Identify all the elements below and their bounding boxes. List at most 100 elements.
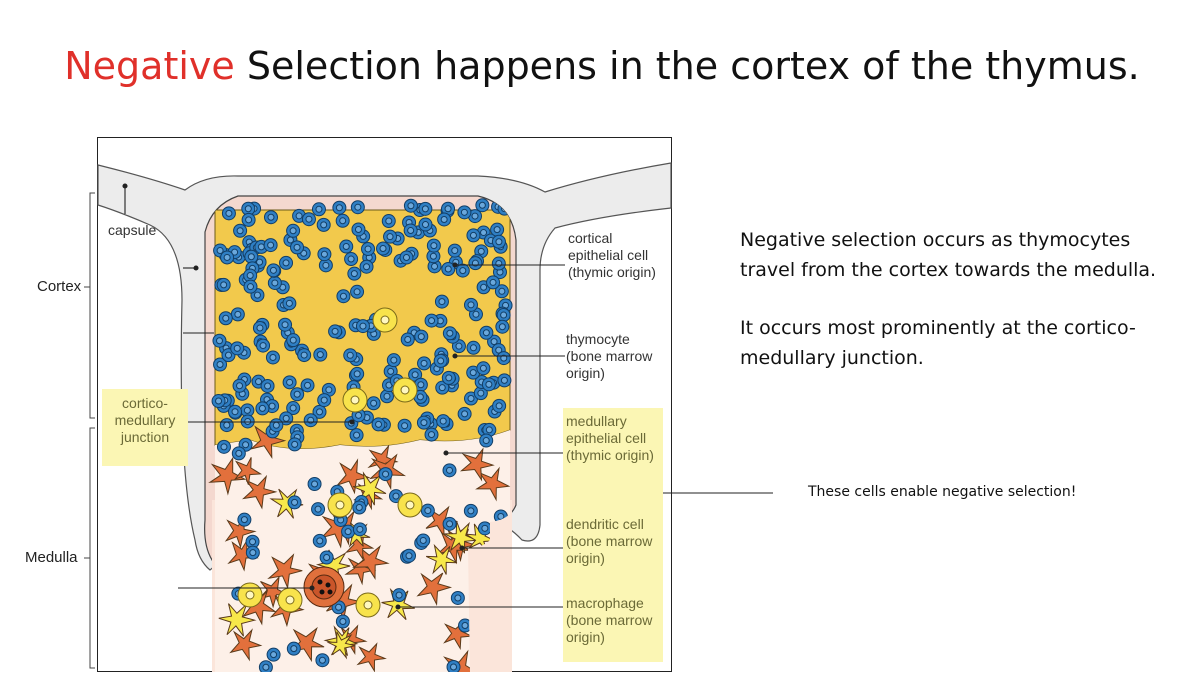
dendritic-cell bbox=[269, 488, 304, 519]
thymocyte-nucleus bbox=[234, 310, 242, 318]
thymocyte-nucleus bbox=[318, 656, 326, 664]
cortex-label: Cortex bbox=[37, 278, 82, 295]
title-rest: Selection happens in the cortex of the t… bbox=[234, 44, 1140, 88]
medullary-epithelial-cell bbox=[288, 626, 325, 663]
hassalls-corpuscle-core bbox=[311, 574, 337, 600]
thymocyte-nucleus bbox=[222, 314, 230, 322]
side-brackets bbox=[84, 192, 95, 669]
thymocyte-nucleus bbox=[255, 378, 263, 386]
thymocyte-line-2: (bone marrow bbox=[566, 348, 653, 364]
thymocyte-nucleus bbox=[402, 253, 410, 261]
cell-field bbox=[208, 198, 516, 672]
thymocyte-nucleus bbox=[451, 247, 459, 255]
paragraph-1-line-1: Negative selection occurs as thymocytes bbox=[740, 229, 1131, 251]
thymocyte-nucleus bbox=[256, 258, 264, 266]
medullary-epithelial-label: medullary epithelial cell (thymic origin… bbox=[566, 413, 654, 464]
thymocyte-nucleus bbox=[477, 389, 485, 397]
thymocyte-nucleus bbox=[472, 310, 480, 318]
thymocyte-nucleus bbox=[220, 443, 228, 451]
thymocyte-nucleus bbox=[320, 396, 328, 404]
thymocyte-nucleus bbox=[314, 505, 322, 513]
thymocyte-nucleus bbox=[495, 402, 503, 410]
thymocyte-nucleus bbox=[480, 229, 488, 237]
thymocyte-nucleus bbox=[461, 410, 469, 418]
thymocyte-nucleus bbox=[407, 202, 415, 210]
thymocyte-nucleus bbox=[421, 205, 429, 213]
thymocyte-nucleus bbox=[490, 338, 498, 346]
thymocyte-nucleus bbox=[392, 492, 400, 500]
thymocyte-nucleus bbox=[316, 351, 324, 359]
thymocyte-nucleus bbox=[316, 408, 324, 416]
thymocyte-nucleus bbox=[293, 390, 301, 398]
thymocyte-nucleus bbox=[289, 336, 297, 344]
thymocyte-nucleus bbox=[419, 536, 427, 544]
thymocyte-nucleus bbox=[417, 381, 425, 389]
thymocyte-nucleus bbox=[339, 292, 347, 300]
thymocyte-nucleus bbox=[240, 516, 248, 524]
thymocyte-nucleus bbox=[386, 233, 394, 241]
thymocyte-nucleus bbox=[363, 263, 371, 271]
thymocyte-nucleus bbox=[235, 449, 243, 457]
thymocyte-nucleus bbox=[339, 217, 347, 225]
thymocyte-nucleus bbox=[243, 406, 251, 414]
thymocyte-nucleus bbox=[444, 205, 452, 213]
thymocyte-nucleus bbox=[246, 283, 254, 291]
thymocyte-nucleus bbox=[223, 421, 231, 429]
thymocyte-nucleus bbox=[500, 354, 508, 362]
thymocyte-nucleus bbox=[339, 617, 347, 625]
thymocyte-nucleus bbox=[459, 267, 467, 275]
cmj-label: cortico- medullary junction bbox=[104, 395, 186, 446]
thymocyte-nucleus bbox=[281, 321, 289, 329]
thymocyte-nucleus bbox=[359, 322, 367, 330]
macrophage-nucleus bbox=[350, 395, 360, 405]
capsule-label: capsule bbox=[108, 222, 157, 238]
thymocyte-nucleus bbox=[495, 238, 503, 246]
medullary-epithelial-cell bbox=[416, 572, 453, 607]
medullary-epithelial-cell bbox=[242, 474, 278, 510]
corpuscle-dot bbox=[327, 589, 333, 595]
thymocyte-nucleus bbox=[370, 399, 378, 407]
thymocyte-nucleus bbox=[446, 466, 454, 474]
dendritic-cell-label: dendritic cell (bone marrow origin) bbox=[566, 516, 652, 567]
macrophage-nucleus bbox=[405, 500, 415, 510]
thymocyte-nucleus bbox=[323, 554, 331, 562]
thymocyte-nucleus bbox=[479, 364, 487, 372]
thymocyte-nucleus bbox=[282, 259, 290, 267]
thymocyte-nucleus bbox=[225, 209, 233, 217]
thymocyte-nucleus bbox=[424, 507, 432, 515]
thymocyte-nucleus bbox=[467, 395, 475, 403]
thymocyte-nucleus bbox=[271, 279, 279, 287]
dendritic-line-2: (bone marrow bbox=[566, 533, 653, 549]
cmj-line-3: junction bbox=[120, 429, 170, 445]
thymocyte-nucleus bbox=[258, 404, 266, 412]
medullary-epithelial-cell bbox=[208, 456, 247, 496]
medullary-epithelial-cell bbox=[229, 628, 263, 662]
thymocyte-nucleus bbox=[461, 622, 469, 630]
thymocyte-nucleus bbox=[407, 227, 415, 235]
thymocyte-nucleus bbox=[431, 262, 439, 270]
thymocyte-nucleus bbox=[295, 212, 303, 220]
thymocyte-nucleus bbox=[249, 538, 257, 546]
paragraph-2-line-2: medullary junction. bbox=[740, 347, 924, 369]
thymocyte-nucleus bbox=[411, 371, 419, 379]
medullary-epithelial-cell bbox=[267, 553, 303, 590]
medullary-epithelial-cell bbox=[257, 575, 290, 609]
thymocyte-nucleus bbox=[354, 225, 362, 233]
thymocyte-nucleus bbox=[353, 288, 361, 296]
thymocyte-nucleus bbox=[439, 417, 447, 425]
thymocyte-nucleus bbox=[467, 301, 475, 309]
medullary-epithelial-cell bbox=[336, 458, 371, 495]
macrophage-nucleus bbox=[363, 600, 373, 610]
medullary-epithelial-line-1: medullary bbox=[566, 413, 627, 429]
thymocyte-nucleus bbox=[493, 226, 501, 234]
thymocyte-nucleus bbox=[311, 480, 319, 488]
thymocyte-nucleus bbox=[259, 342, 267, 350]
thymocyte-line-1: thymocyte bbox=[566, 331, 630, 347]
thymocyte-nucleus bbox=[364, 245, 372, 253]
thymocyte-nucleus bbox=[272, 421, 280, 429]
thymocyte-nucleus bbox=[450, 663, 458, 671]
macrophage-line-3: origin) bbox=[566, 629, 605, 645]
cmj-highlight bbox=[102, 389, 188, 466]
thymocyte-label: thymocyte (bone marrow origin) bbox=[566, 331, 652, 382]
title-accent-word: Negative bbox=[64, 44, 235, 88]
